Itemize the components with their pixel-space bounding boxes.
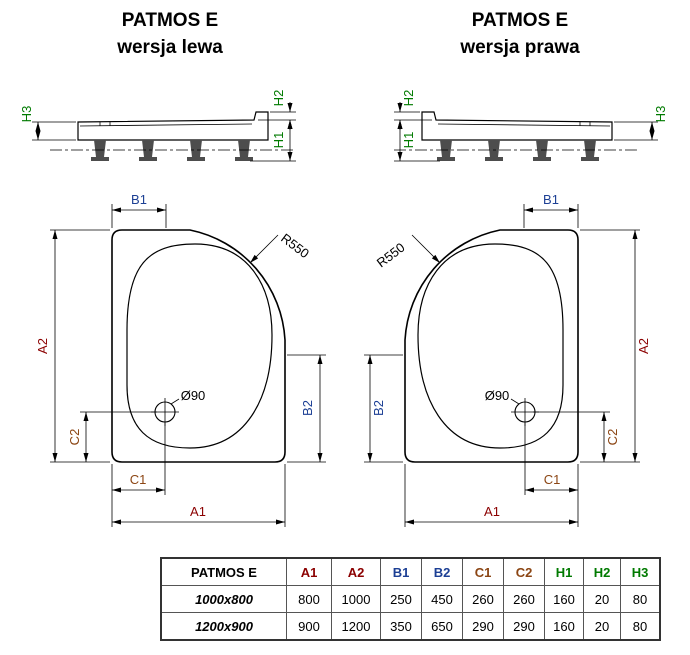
dimension-b2	[364, 354, 403, 463]
label-c2: C2	[605, 429, 620, 446]
label-c1: C1	[130, 472, 147, 487]
value-h1: 160	[544, 585, 584, 613]
value-a1: 800	[286, 585, 332, 613]
title-left-name: PATMOS E	[121, 10, 219, 31]
title-left-variant: wersja lewa	[117, 36, 223, 58]
label-c2: C2	[67, 429, 82, 446]
value-h2: 20	[583, 585, 621, 613]
label-a1: A1	[190, 504, 206, 519]
table-header-a2: A2	[331, 557, 381, 586]
table-header-h1: H1	[544, 557, 584, 586]
value-c2: 290	[503, 612, 545, 641]
tray-drain-marks	[579, 122, 591, 126]
value-c1: 290	[462, 612, 504, 641]
tray-outline	[111, 229, 286, 463]
value-b1: 250	[380, 585, 422, 613]
dimension-c1	[524, 422, 578, 495]
tray-profile	[77, 111, 269, 141]
left-plan-view: Ø90 B1 A2 B2 C2 C1	[35, 192, 326, 527]
label-a1: A1	[484, 504, 500, 519]
value-b1: 350	[380, 612, 422, 641]
dimension-a2	[50, 229, 110, 463]
table-header-row: PATMOS E A1 A2 B1 B2 C1 C2 H1 H2 H3	[160, 557, 661, 586]
label-b2: B2	[371, 400, 386, 416]
tray-drain-marks	[99, 122, 111, 126]
dimension-c1	[112, 422, 166, 495]
dimension-a2	[580, 229, 640, 463]
tray-outline	[404, 229, 579, 463]
dimension-b2	[287, 354, 326, 463]
label-h2: H2	[401, 90, 416, 107]
tray-surface-line	[437, 123, 611, 127]
dimension-table: PATMOS E A1 A2 B1 B2 C1 C2 H1 H2 H3 1000…	[160, 557, 661, 641]
dimension-h1	[250, 120, 296, 162]
label-h1: H1	[271, 132, 286, 149]
value-a2: 1200	[331, 612, 381, 641]
tray-legs	[437, 140, 599, 161]
right-side-view: H2 H1 H3	[394, 90, 668, 162]
radius-callout	[411, 234, 441, 264]
value-a1: 900	[286, 612, 332, 641]
value-h3: 80	[620, 585, 661, 613]
value-b2: 650	[421, 612, 463, 641]
label-radius: R550	[278, 230, 312, 261]
table-header-a1: A1	[286, 557, 332, 586]
label-drain: Ø90	[181, 388, 206, 403]
dimension-c2	[533, 411, 610, 462]
label-b1: B1	[131, 192, 147, 207]
label-drain: Ø90	[485, 388, 510, 403]
radius-callout	[249, 234, 279, 264]
dimension-a1	[111, 464, 286, 527]
dimension-h3	[32, 121, 76, 141]
model-name: 1200x900	[160, 612, 287, 641]
label-h1: H1	[401, 132, 416, 149]
label-b1: B1	[543, 192, 559, 207]
model-name: 1000x800	[160, 585, 287, 613]
label-h3: H3	[19, 106, 34, 123]
label-a2: A2	[35, 338, 50, 354]
label-radius: R550	[374, 240, 408, 271]
tray-profile	[421, 111, 613, 141]
dimension-a1	[404, 464, 579, 527]
tray-surface-line	[79, 123, 253, 127]
title-right-variant: wersja prawa	[460, 36, 580, 58]
value-c2: 260	[503, 585, 545, 613]
right-plan-view: Ø90 B1 A2 B2 C2 C1	[364, 192, 651, 527]
value-h1: 160	[544, 612, 584, 641]
dimension-c2	[80, 411, 157, 462]
label-a2: A2	[636, 338, 651, 354]
label-b2: B2	[300, 400, 315, 416]
table-header-c2: C2	[503, 557, 545, 586]
dimension-h3	[614, 121, 658, 141]
table-row: 1000x800 800 1000 250 450 260 260 160 20…	[160, 585, 661, 613]
table-header-h3: H3	[620, 557, 661, 586]
table-header-b2: B2	[421, 557, 463, 586]
left-side-view: H3 H2 H1	[19, 90, 296, 162]
left-version-drawing: H3 H2 H1 Ø90 B1 A2 B2	[19, 90, 326, 527]
dimension-b1	[111, 204, 167, 228]
right-version-drawing: H2 H1 H3 Ø90 B1 A2 B2	[364, 90, 668, 527]
value-a2: 1000	[331, 585, 381, 613]
title-left: PATMOS E wersja lewa	[60, 8, 280, 61]
dimension-h1	[394, 120, 440, 162]
value-h3: 80	[620, 612, 661, 641]
label-h2: H2	[271, 90, 286, 107]
label-c1: C1	[544, 472, 561, 487]
value-c1: 260	[462, 585, 504, 613]
value-h2: 20	[583, 612, 621, 641]
title-right: PATMOS E wersja prawa	[410, 8, 630, 61]
table-header-b1: B1	[380, 557, 422, 586]
label-h3: H3	[653, 106, 668, 123]
basin-outline	[126, 243, 273, 449]
value-b2: 450	[421, 585, 463, 613]
table-header-c1: C1	[462, 557, 504, 586]
basin-outline	[417, 243, 564, 449]
tray-legs	[91, 140, 253, 161]
dimension-b1	[523, 204, 579, 228]
table-header-model: PATMOS E	[160, 557, 287, 586]
table-row: 1200x900 900 1200 350 650 290 290 160 20…	[160, 612, 661, 641]
title-right-name: PATMOS E	[471, 10, 569, 31]
table-header-h2: H2	[583, 557, 621, 586]
